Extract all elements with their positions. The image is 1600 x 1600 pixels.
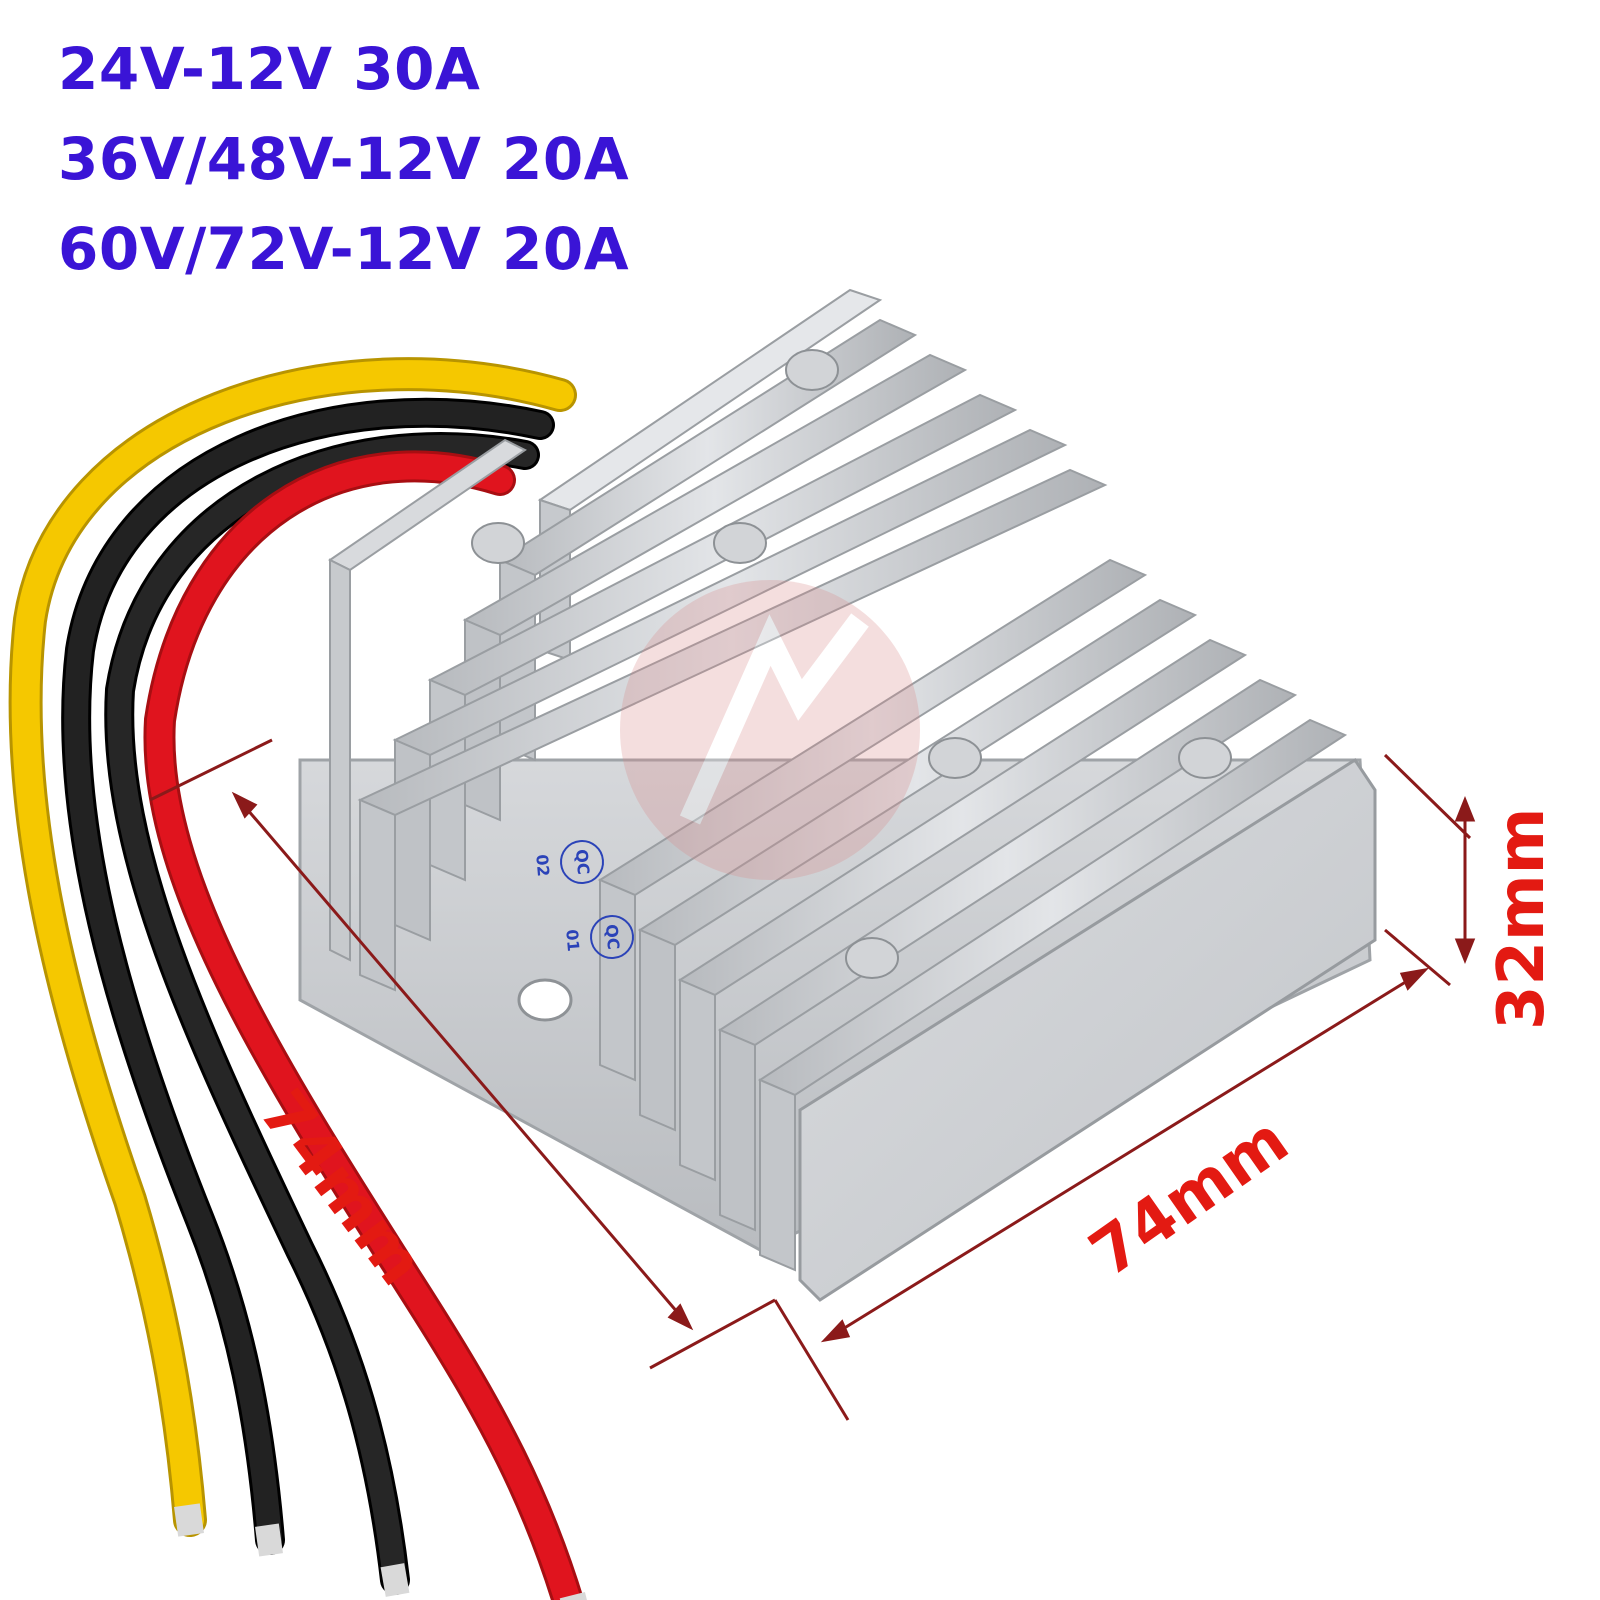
spec-line-36-48v: 36V/48V-12V 20A xyxy=(58,125,630,193)
spec-list: 24V-12V 30A 36V/48V-12V 20A 60V/72V-12V … xyxy=(58,40,629,310)
spec-line-60-72v: 60V/72V-12V 20A xyxy=(58,215,630,283)
height-dimension-label: 32mm xyxy=(1485,807,1559,1030)
wire-bundle xyxy=(8,357,593,1600)
watermark-logo xyxy=(620,580,920,880)
mounting-hole xyxy=(517,978,573,1022)
screw-heads xyxy=(471,349,1232,979)
end-plate xyxy=(798,757,1377,1302)
dimension-lines xyxy=(149,738,1476,1421)
spec-line-24v: 24V-12V 30A xyxy=(58,35,481,103)
